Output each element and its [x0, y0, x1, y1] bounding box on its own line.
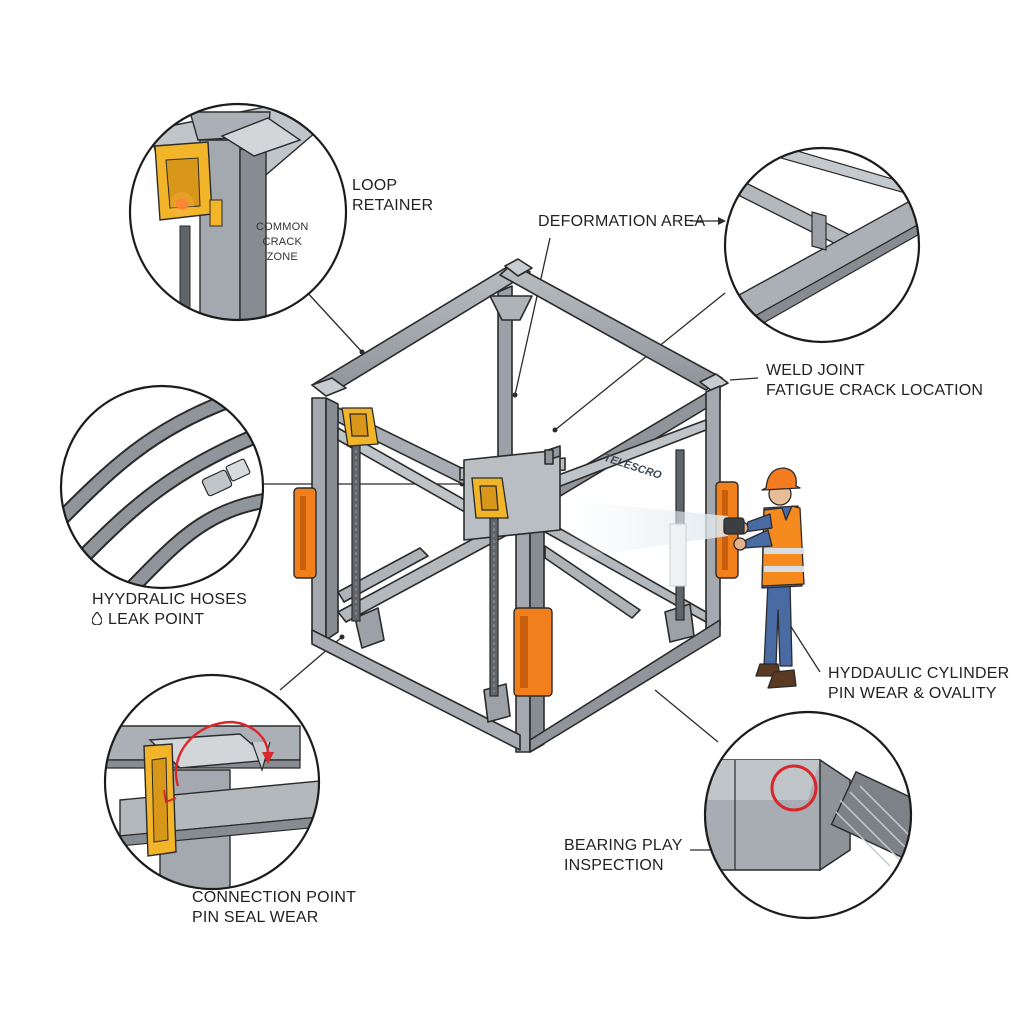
rotation-marker — [174, 720, 270, 787]
hard-hat — [761, 467, 801, 491]
callout-deformation-area — [723, 146, 921, 344]
bottom-beam-right — [529, 619, 721, 753]
bottom-beam-left — [311, 629, 521, 751]
label-bearing-play: BEARING PLAY INSPECTION — [564, 837, 683, 874]
drop-icon — [92, 612, 102, 625]
label-loop-retainer: LOOP RETAINER — [352, 177, 434, 214]
callout-loop-retainer — [128, 102, 348, 322]
callout-connection-point — [103, 673, 321, 891]
inspection-marker — [770, 764, 818, 812]
inspector-worker — [723, 467, 805, 689]
label-deformation-area: DEFORMATION AREA — [538, 213, 706, 230]
main-retainers — [341, 407, 509, 519]
flashlight-beam — [560, 500, 728, 560]
top-beam-back-right — [499, 263, 723, 391]
label-common-crack-zone: COMMON CRACK ZONE — [256, 221, 309, 263]
label-weld-joint: WELD JOINT FATIGUE CRACK LOCATION — [766, 362, 984, 399]
hose-fitting — [201, 458, 251, 497]
callout-bearing-play — [703, 710, 913, 920]
label-hydraulic-hoses: HYYDRALIC HOSES LEAK POINT — [92, 591, 248, 628]
callout-hydraulic-hoses — [59, 384, 265, 590]
label-connection-point: CONNECTION POINT PIN SEAL WEAR — [192, 889, 357, 926]
label-hydraulic-cylinder: HYDDAULIC CYLINDER PIN WEAR & OVALITY — [828, 665, 1010, 702]
